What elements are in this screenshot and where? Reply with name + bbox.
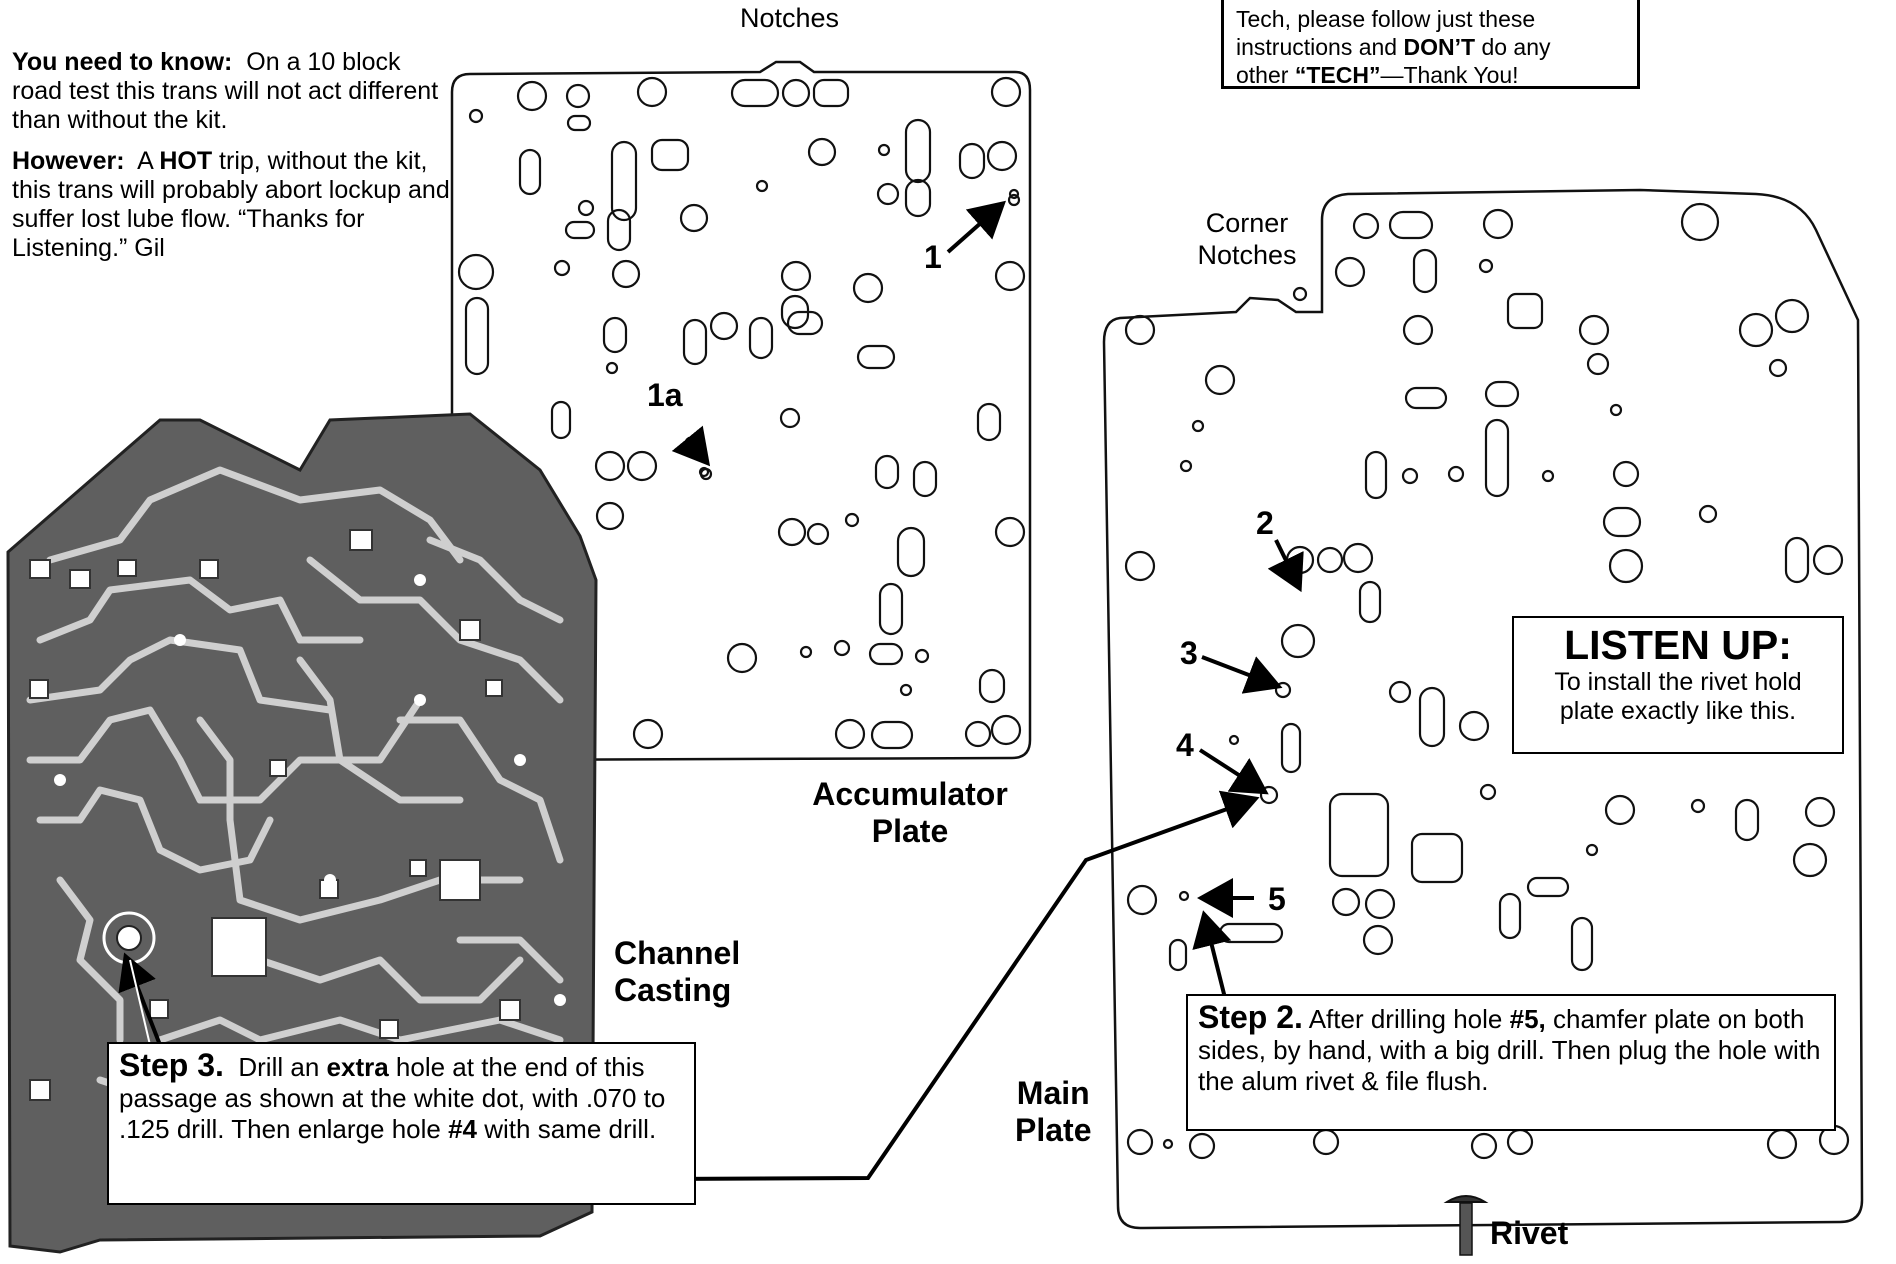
intro-know-body: On a 10 block road test this trans will … <box>12 48 439 134</box>
tech-box-line-3b: —Thank You! <box>1380 62 1519 88</box>
step-2-callout: Step 2. After drilling hole #5, chamfer … <box>1186 994 1836 1131</box>
step-3-callout: Step 3. Drill an extra hole at the end o… <box>107 1042 696 1205</box>
intro-text: You need to know: On a 10 block road tes… <box>12 48 457 275</box>
step-2-label: Step 2. <box>1198 999 1303 1035</box>
step-2-text-b: chamfer plate on both sides, by hand, wi… <box>1198 1004 1821 1096</box>
accumulator-line-2: Plate <box>871 813 949 849</box>
listen-up-box: LISTEN UP: To install the rivet hold pla… <box>1512 616 1844 754</box>
listen-up-body: To install the rivet hold plate exactly … <box>1554 668 1802 725</box>
tech-box-line-2a: instructions and <box>1236 34 1398 60</box>
corner-notches-label: Corner Notches <box>1172 207 1322 271</box>
arrow-2 <box>1267 539 1304 593</box>
main-plate <box>1102 188 1864 1230</box>
corner-notches-line-1: Corner <box>1205 208 1289 238</box>
marker-1a: 1a <box>647 377 683 413</box>
arrow-1a <box>671 425 711 467</box>
intro-however-body: trip, without the kit, this trans will p… <box>12 147 450 262</box>
intro-however-a: A <box>137 147 153 175</box>
step-2-text-a: After drilling hole <box>1308 1004 1503 1034</box>
marker-5: 5 <box>1268 881 1286 917</box>
notches-label-top: Notches <box>740 3 840 33</box>
intro-know-heading: You need to know: <box>12 48 233 76</box>
corner-notches-line-2: Notches <box>1197 240 1297 270</box>
main-plate-line-1: Main <box>1016 1075 1090 1111</box>
tech-box-line-3: other “TECH”—Thank You! <box>1236 61 1625 89</box>
step-3-text-c: with same drill. <box>484 1114 657 1144</box>
tech-box-line-1: Tech, please follow just these <box>1236 6 1536 32</box>
marker-1: 1 <box>924 239 942 275</box>
tech-instructions-box: Tech, please follow just these instructi… <box>1221 0 1640 89</box>
accumulator-plate <box>450 60 1032 762</box>
arrow-step2 <box>1192 910 1232 999</box>
rivet-label: Rivet <box>1490 1215 1569 1251</box>
marker-2: 2 <box>1256 505 1274 541</box>
tech-box-dont: DON’T <box>1403 34 1476 60</box>
marker-4: 4 <box>1176 727 1194 763</box>
arrow-3 <box>1201 655 1283 694</box>
marker-3: 3 <box>1180 635 1198 671</box>
intro-hot: HOT <box>159 147 213 175</box>
intro-however-heading: However: <box>12 147 125 175</box>
main-plate-line-2: Plate <box>1015 1112 1092 1148</box>
intro-paragraph-1: You need to know: On a 10 block road tes… <box>12 48 457 135</box>
channel-line-1: Channel <box>614 935 741 971</box>
step-3-extra: extra <box>326 1052 389 1082</box>
channel-casting-label: Channel Casting <box>614 935 740 1009</box>
accumulator-plate-label: Accumulator Plate <box>790 776 1030 850</box>
tech-box-line-2: instructions and DON’T do any <box>1236 33 1625 61</box>
tech-box-tech: “TECH” <box>1294 62 1381 88</box>
arrow-4 <box>1198 748 1269 795</box>
step-3-text-a: Drill an <box>238 1052 320 1082</box>
listen-up-heading: LISTEN UP: <box>1564 622 1792 668</box>
channel-line-2: Casting <box>614 972 732 1008</box>
arrow-1 <box>946 200 1006 254</box>
step-3-label: Step 3. <box>119 1047 224 1083</box>
tech-box-line-3a: other <box>1236 62 1289 88</box>
tech-box-line-2b: do any <box>1481 34 1551 60</box>
main-plate-label: Main Plate <box>1015 1075 1091 1149</box>
step-3-text-b: hole at the end of this passage as shown… <box>119 1052 666 1144</box>
step-3-hole-4: #4 <box>448 1114 478 1144</box>
accumulator-line-1: Accumulator <box>812 776 1008 812</box>
step-2-hole-5: #5, <box>1509 1004 1546 1034</box>
rivet-drawing <box>1443 1195 1489 1256</box>
intro-paragraph-2: However: A HOT trip, without the kit, th… <box>12 147 457 263</box>
